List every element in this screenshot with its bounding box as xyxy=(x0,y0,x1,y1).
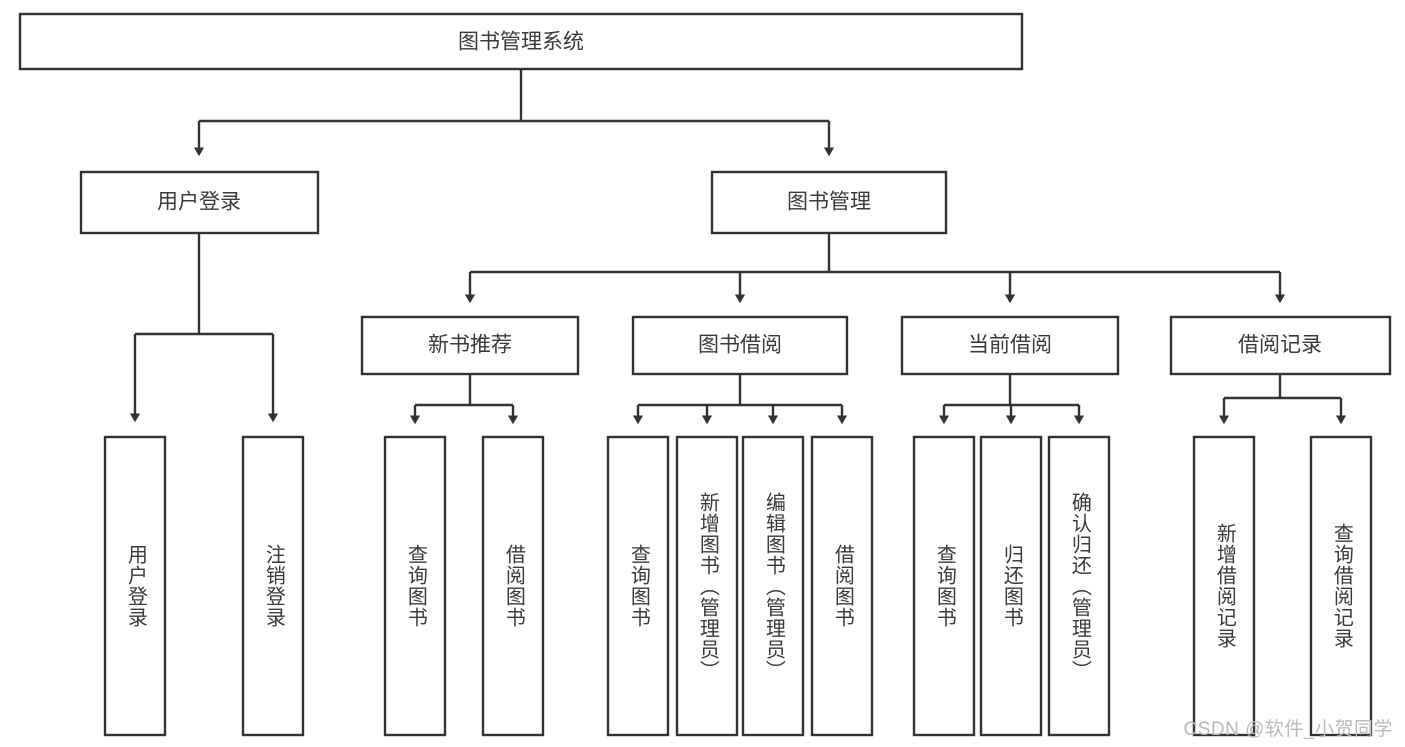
node-new-book-recommend[interactable]: 新书推荐 xyxy=(360,315,580,376)
leaf-box-query-book-1[interactable] xyxy=(383,435,447,737)
connector-bookborrow-to-leaves xyxy=(632,374,848,425)
node-current-borrow-label: 当前借阅 xyxy=(968,334,1052,357)
leaf-box-confirm-return[interactable] xyxy=(1047,435,1111,737)
leaf-box-borrow-book-1[interactable] xyxy=(481,435,545,737)
connector-borrowrecord-to-leaves xyxy=(1218,374,1347,425)
leaf-box-return-book[interactable] xyxy=(979,435,1043,737)
connector-root-to-level1 xyxy=(193,69,835,157)
node-user-login[interactable]: 用户登录 xyxy=(79,170,320,235)
leaf-boxes xyxy=(103,435,1373,737)
node-borrow-record-label: 借阅记录 xyxy=(1238,334,1322,357)
leaf-box-query-book-2[interactable] xyxy=(606,435,670,737)
connector-currentborrow-to-leaves xyxy=(938,374,1085,425)
node-root[interactable]: 图书管理系统 xyxy=(18,12,1024,71)
node-current-borrow[interactable]: 当前借阅 xyxy=(900,315,1120,376)
leaf-box-borrow-book-2[interactable] xyxy=(810,435,874,737)
connector-userlogin-to-leaves xyxy=(129,233,279,423)
leaf-box-add-book[interactable] xyxy=(675,435,739,737)
csdn-watermark: CSDN @软件_小贺同学 xyxy=(1183,719,1393,740)
node-borrow-record[interactable]: 借阅记录 xyxy=(1169,315,1392,376)
leaf-box-add-record[interactable] xyxy=(1192,435,1256,737)
connector-newbook-to-leaves xyxy=(409,374,519,425)
node-new-book-recommend-label: 新书推荐 xyxy=(428,334,512,357)
node-root-label: 图书管理系统 xyxy=(458,31,584,54)
node-book-borrow[interactable]: 图书借阅 xyxy=(631,315,849,376)
leaf-box-query-book-3[interactable] xyxy=(912,435,976,737)
node-user-login-label: 用户登录 xyxy=(157,191,241,214)
node-book-manage[interactable]: 图书管理 xyxy=(710,170,948,235)
leaf-box-logout[interactable] xyxy=(241,435,305,737)
connector-bookmanage-to-level2 xyxy=(464,233,1286,304)
leaf-box-user-login[interactable] xyxy=(103,435,167,737)
leaf-box-query-record[interactable] xyxy=(1309,435,1373,737)
node-book-manage-label: 图书管理 xyxy=(787,191,871,214)
leaf-box-edit-book[interactable] xyxy=(741,435,805,737)
node-book-borrow-label: 图书借阅 xyxy=(698,334,782,357)
